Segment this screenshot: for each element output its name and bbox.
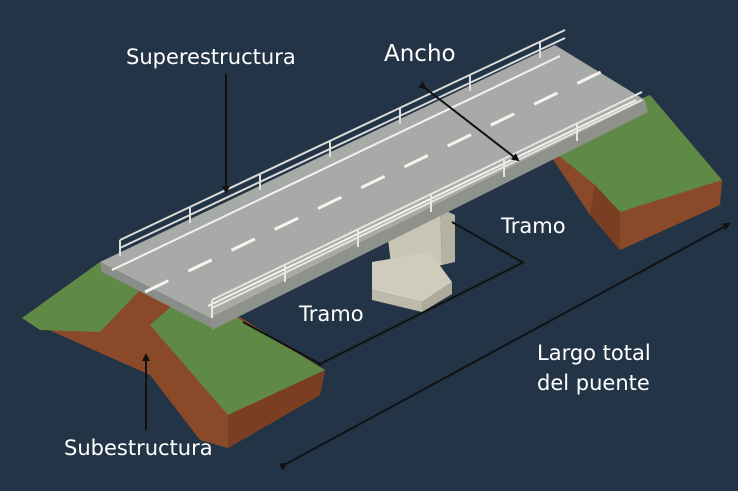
largo-total-line-1: Largo total <box>537 341 651 365</box>
tramo-right-label: Tramo <box>501 214 566 238</box>
tramo-left-label: Tramo <box>299 302 364 326</box>
center-line <box>144 68 606 294</box>
largo-total-dimension <box>278 223 731 471</box>
subestructura-label: Subestructura <box>64 436 213 460</box>
ancho-dimension <box>417 81 520 162</box>
largo-total-line-2: del puente <box>537 371 650 395</box>
largo-total-label: Largo total del puente <box>537 338 651 398</box>
superestructura-label: Superestructura <box>126 45 296 69</box>
guardrail-back <box>119 29 566 256</box>
ancho-label: Ancho <box>384 41 456 67</box>
